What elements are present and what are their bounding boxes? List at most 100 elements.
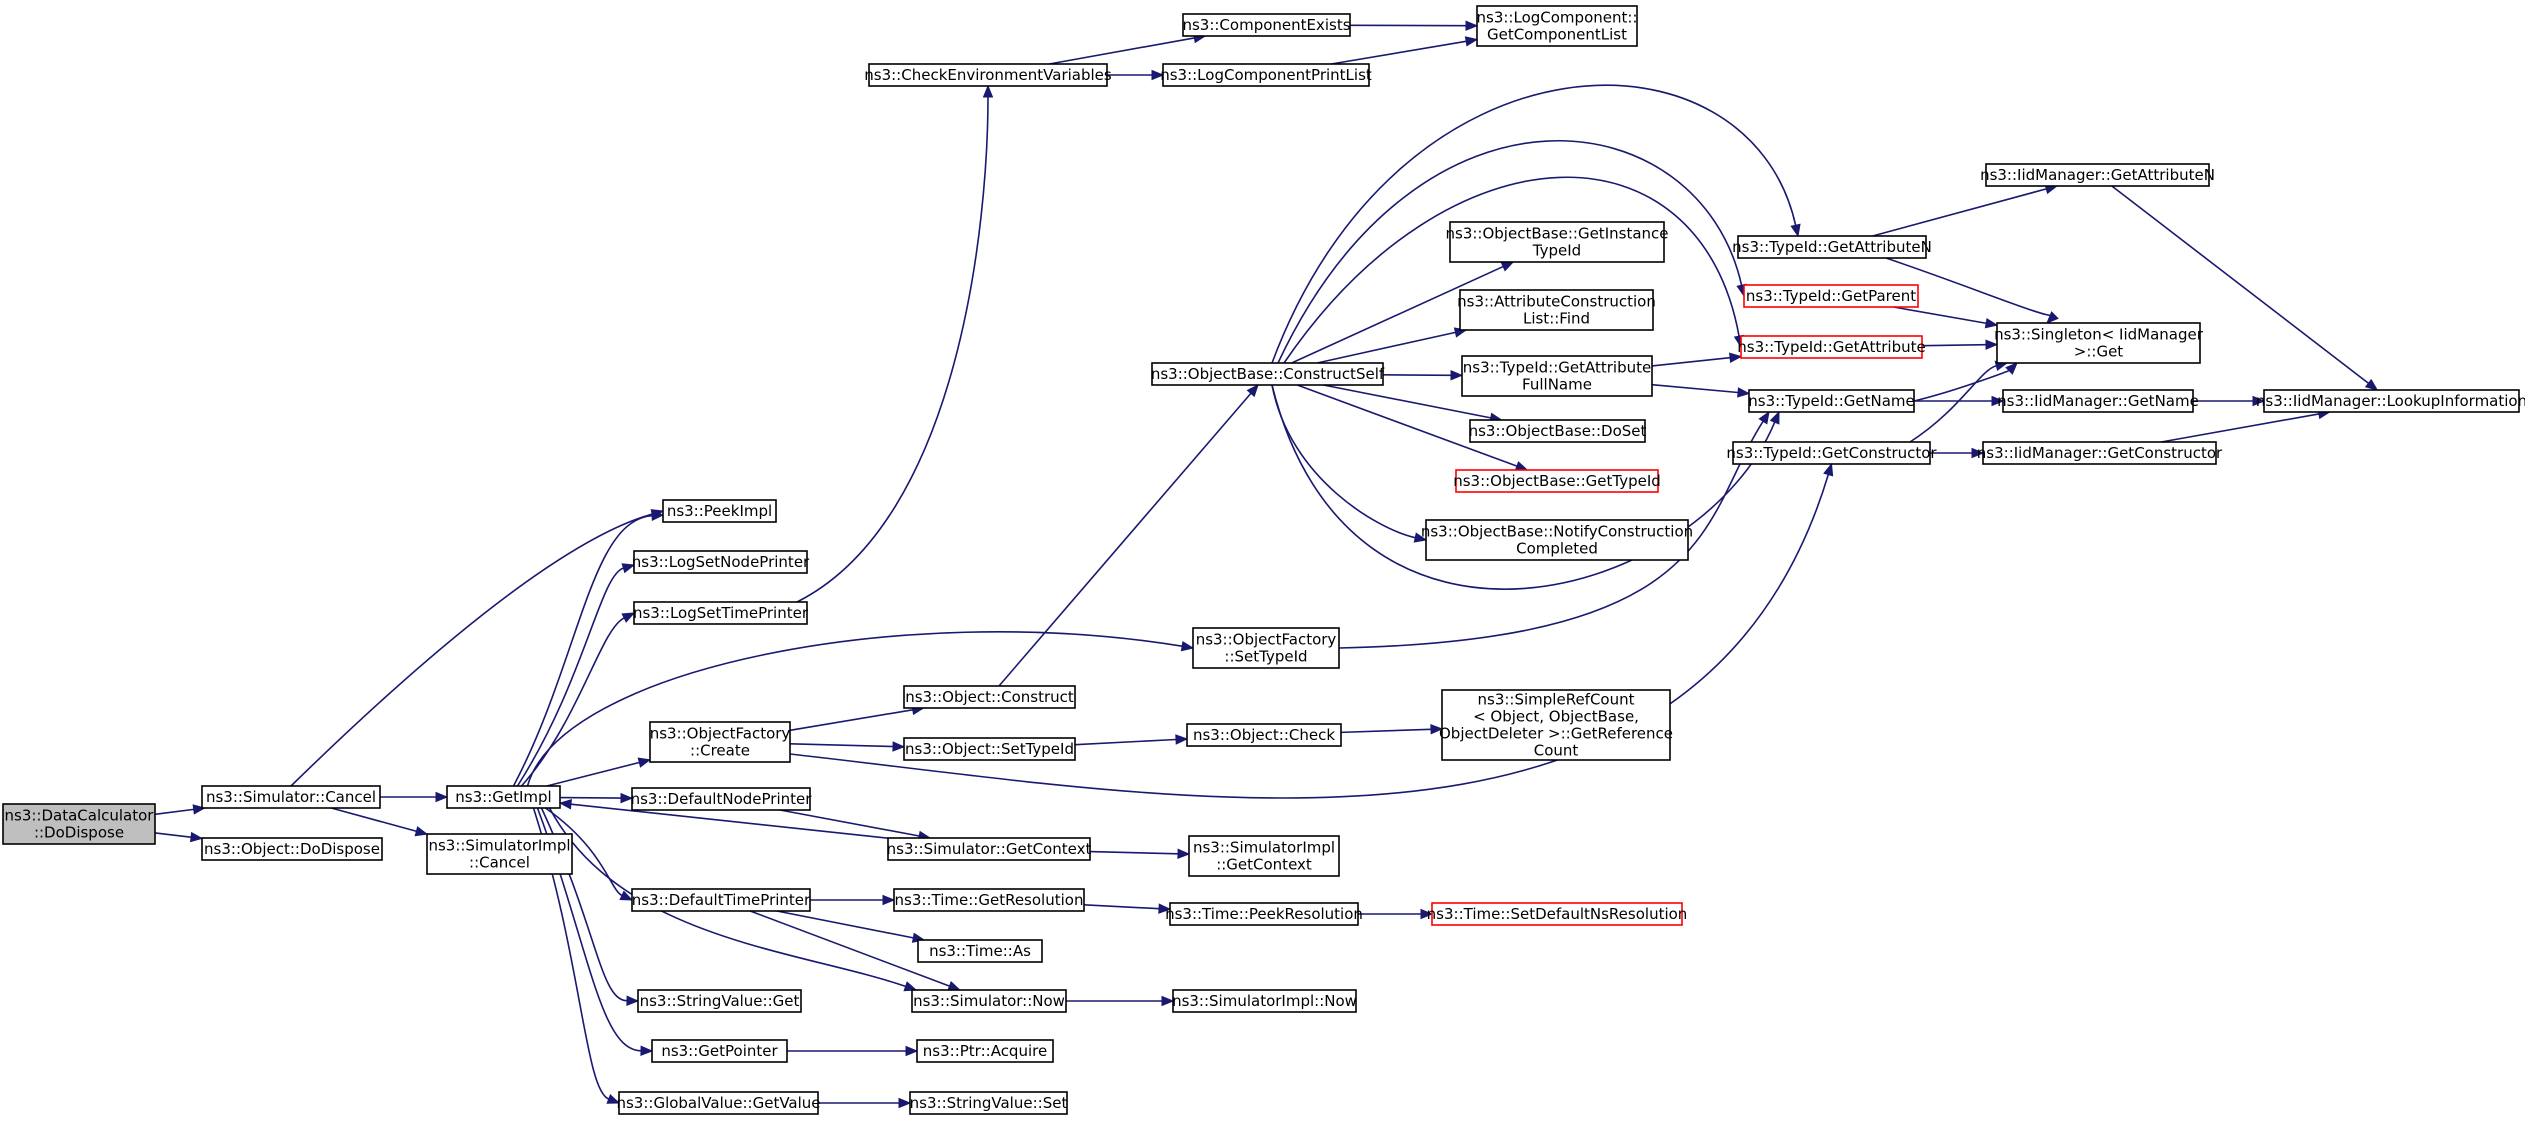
node-objCheck[interactable]: ns3::Object::Check <box>1186 723 1342 747</box>
node-tidGetAttr[interactable]: ns3::TypeId::GetAttribute <box>1737 335 1926 359</box>
node-label: ::SetTypeId <box>1224 648 1307 666</box>
node-tidGetAttrN[interactable]: ns3::TypeId::GetAttributeN <box>1732 235 1932 259</box>
node-label: ns3::TypeId::GetConstructor <box>1726 444 1937 462</box>
node-simImplCancel[interactable]: ns3::SimulatorImpl::Cancel <box>426 833 573 875</box>
node-label: ns3::Simulator::GetContext <box>887 840 1092 858</box>
node-label: ns3::Singleton< IidManager <box>1994 326 2204 344</box>
edge-dcDispose-to-objDispose <box>154 831 204 843</box>
node-objConstruct[interactable]: ns3::Object::Construct <box>903 685 1076 709</box>
node-iidGetAttrN[interactable]: ns3::IidManager::GetAttributeN <box>1980 163 2215 187</box>
node-box <box>911 989 1067 1013</box>
node-tidGetName[interactable]: ns3::TypeId::GetName <box>1748 389 1915 413</box>
node-timePeekRes[interactable]: ns3::Time::PeekResolution <box>1165 902 1363 926</box>
edge-ofCreate-to-tidGetCtor <box>789 462 1834 799</box>
node-gvGetValue[interactable]: ns3::GlobalValue::GetValue <box>616 1091 821 1115</box>
node-iidGetName[interactable]: ns3::IidManager::GetName <box>1997 389 2199 413</box>
edge-getImpl-to-defTime <box>545 807 634 901</box>
node-box <box>893 888 1085 912</box>
edge-gvGetValue-to-svSet <box>818 1097 912 1109</box>
node-obDoSet[interactable]: ns3::ObjectBase::DoSet <box>1469 419 1647 443</box>
node-box <box>2 803 156 845</box>
node-box <box>1740 335 1923 359</box>
node-getCompList[interactable]: ns3::LogComponent::GetComponentList <box>1476 5 1638 47</box>
node-box <box>201 785 381 809</box>
node-label: ns3::ObjectBase::GetTypeId <box>1453 472 1661 490</box>
node-ptrAcquire[interactable]: ns3::Ptr::Acquire <box>916 1039 1054 1063</box>
node-label: ns3::SimulatorImpl::Now <box>1172 992 1357 1010</box>
node-compExists[interactable]: ns3::ComponentExists <box>1182 13 1351 37</box>
node-svSet[interactable]: ns3::StringValue::Set <box>909 1091 1068 1115</box>
node-label: List::Find <box>1523 310 1590 328</box>
node-refCount[interactable]: ns3::SimpleRefCount< Object, ObjectBase,… <box>1439 689 1673 761</box>
edge-compExists-to-getCompList <box>1349 20 1479 31</box>
node-label: ns3::SimulatorImpl <box>1193 839 1335 857</box>
edge-tidGetCtor-to-iidGetCtor <box>1930 447 1985 459</box>
node-label: ns3::Object::SetTypeId <box>905 740 1074 758</box>
edge-simCancel-to-getImpl <box>379 791 449 803</box>
edge-logPrintList-to-getCompList <box>1331 36 1479 65</box>
node-checkEnv[interactable]: ns3::CheckEnvironmentVariables <box>864 63 1112 87</box>
node-box <box>1748 389 1915 413</box>
node-defTime[interactable]: ns3::DefaultTimePrinter <box>631 888 811 912</box>
node-ofSetTypeId[interactable]: ns3::ObjectFactory::SetTypeId <box>1192 627 1340 669</box>
node-box <box>651 1039 788 1063</box>
node-setDefaultNs[interactable]: ns3::Time::SetDefaultNsResolution <box>1427 902 1688 926</box>
node-simGetContext[interactable]: ns3::Simulator::GetContext <box>887 837 1092 861</box>
node-simImplNow[interactable]: ns3::SimulatorImpl::Now <box>1172 989 1357 1013</box>
node-obNotify[interactable]: ns3::ObjectBase::NotifyConstructionCompl… <box>1421 519 1693 561</box>
node-svGet[interactable]: ns3::StringValue::Get <box>637 989 802 1013</box>
edge-timeGetRes-to-timePeekRes <box>1083 903 1172 914</box>
node-label: ns3::ObjectBase::GetInstance <box>1446 225 1669 243</box>
edge-simGetContext-to-simImplGetContext <box>1089 848 1191 860</box>
edge-getImpl-to-ofSetTypeId <box>526 631 1195 787</box>
node-logPrintList[interactable]: ns3::LogComponentPrintList <box>1160 63 1372 87</box>
edge-getImpl-to-logTime <box>520 612 636 787</box>
edge-tidGetAttrFull-to-tidGetName <box>1651 383 1751 398</box>
node-box <box>1743 284 1919 308</box>
node-label: ns3::Object::DoDispose <box>204 840 380 858</box>
node-label: ::DoDispose <box>34 824 124 842</box>
edge-objConstruct-to-constructSelf <box>998 383 1259 687</box>
node-ofCreate[interactable]: ns3::ObjectFactory::Create <box>649 721 791 763</box>
node-simCancel[interactable]: ns3::Simulator::Cancel <box>201 785 381 809</box>
node-simNow[interactable]: ns3::Simulator::Now <box>911 989 1067 1013</box>
node-getImpl[interactable]: ns3::GetImpl <box>446 785 561 809</box>
node-box <box>1441 689 1671 761</box>
node-logTime[interactable]: ns3::LogSetTimePrinter <box>633 601 809 625</box>
node-obGetTypeId[interactable]: ns3::ObjectBase::GetTypeId <box>1453 469 1661 493</box>
node-peekImpl[interactable]: ns3::PeekImpl <box>662 499 777 523</box>
node-box <box>1982 441 2217 465</box>
node-iidGetCtor[interactable]: ns3::IidManager::GetConstructor <box>1977 441 2223 465</box>
node-constructSelf[interactable]: ns3::ObjectBase::ConstructSelf <box>1151 362 1385 386</box>
node-singletonGet[interactable]: ns3::Singleton< IidManager>::Get <box>1994 322 2204 364</box>
node-tidGetParent[interactable]: ns3::TypeId::GetParent <box>1743 284 1919 308</box>
node-objDispose[interactable]: ns3::Object::DoDispose <box>201 837 383 861</box>
node-box <box>1169 902 1359 926</box>
node-defNode[interactable]: ns3::DefaultNodePrinter <box>631 787 813 811</box>
node-iidLookup[interactable]: ns3::IidManager::LookupInformation <box>2256 389 2525 413</box>
node-objSetTypeId[interactable]: ns3::Object::SetTypeId <box>903 737 1076 761</box>
node-label: ns3::TypeId::GetName <box>1748 392 1914 410</box>
node-label: ns3::StringValue::Set <box>910 1094 1068 1112</box>
node-logNode[interactable]: ns3::LogSetNodePrinter <box>632 550 810 574</box>
node-label: ns3::GlobalValue::GetValue <box>616 1094 820 1112</box>
edge-ofCreate-to-objConstruct <box>789 704 925 732</box>
node-simImplGetContext[interactable]: ns3::SimulatorImpl::GetContext <box>1188 835 1340 877</box>
node-box <box>201 837 383 861</box>
node-box <box>1431 902 1683 926</box>
node-timeGetRes[interactable]: ns3::Time::GetResolution <box>893 888 1085 912</box>
node-label: ::GetContext <box>1216 856 1312 874</box>
node-box <box>1188 835 1340 877</box>
node-timeAs[interactable]: ns3::Time::As <box>917 939 1043 963</box>
node-box <box>662 499 777 523</box>
node-label: ns3::Object::Construct <box>905 688 1074 706</box>
node-tidGetCtor[interactable]: ns3::TypeId::GetConstructor <box>1726 441 1937 465</box>
node-label: >::Get <box>2074 343 2124 361</box>
node-getPointer[interactable]: ns3::GetPointer <box>651 1039 788 1063</box>
node-dcDispose[interactable]: ns3::DataCalculator::DoDispose <box>2 803 156 845</box>
node-box <box>916 1039 1054 1063</box>
